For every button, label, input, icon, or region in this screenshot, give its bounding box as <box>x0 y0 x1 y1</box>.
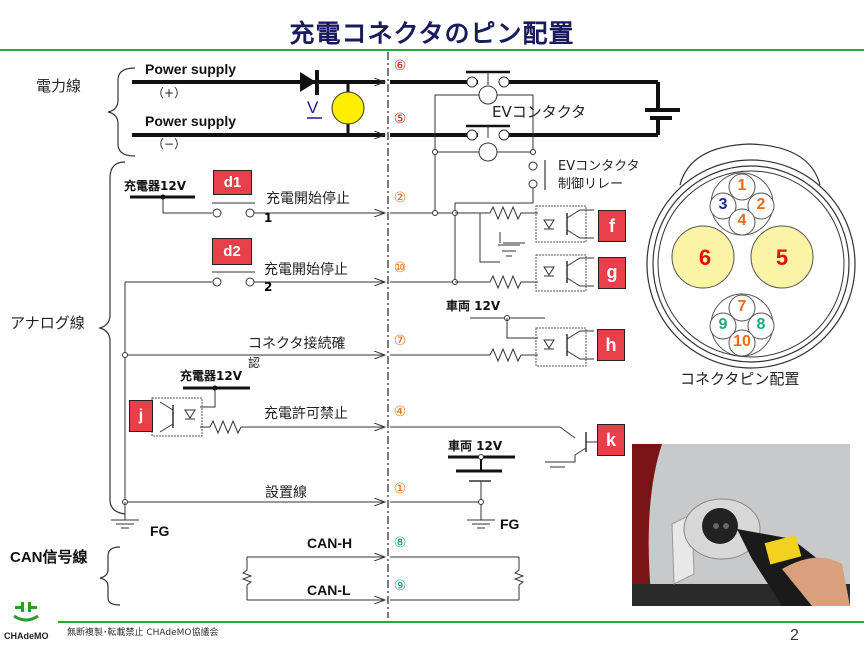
charging-photo-illustration <box>632 444 850 606</box>
charging-photo <box>632 444 850 606</box>
pin-9-label: 9 <box>718 316 728 333</box>
chademo-logo-text: CHAdeMO <box>4 631 49 641</box>
charger-12v-top-label: 充電器12V <box>124 179 186 193</box>
pin-9 <box>709 312 737 340</box>
tag-g: g <box>598 257 626 289</box>
pin-4-label: 4 <box>737 212 747 229</box>
can-l-label: CAN-L <box>307 582 351 598</box>
vehicle-12v-upper-label: 車両 12V <box>446 299 501 313</box>
pin-2-label: 2 <box>756 196 766 213</box>
power-plus-sign: （+） <box>152 86 187 100</box>
pin-marker-10: ⑩ <box>393 260 407 276</box>
connector-face-diagram <box>646 143 856 369</box>
ev-contactor-relay-label-1: EVコンタクタ <box>558 159 640 174</box>
pin-2 <box>747 192 775 220</box>
chademo-logo-icon <box>13 602 39 622</box>
power-minus-label: Power supply <box>145 113 237 129</box>
pin-marker-9: ⑨ <box>393 578 407 594</box>
fg-right-label: FG <box>500 516 520 532</box>
ground-line-label: 設置線 <box>265 485 307 501</box>
pin-marker-4: ④ <box>393 404 407 420</box>
start-stop-2-num: 2 <box>264 280 273 294</box>
start-stop-2-label: 充電開始停止 <box>264 262 348 278</box>
diode-icon <box>300 72 316 92</box>
connector-check-tail: 認 <box>248 356 261 370</box>
brace-power <box>107 67 136 157</box>
ev-contactor-label: EVコンタクタ <box>492 103 587 121</box>
contactor-coil-minus <box>478 142 498 162</box>
pin-4 <box>728 208 756 236</box>
pin-marker-7: ⑦ <box>393 333 407 349</box>
pin-8-label: 8 <box>756 316 766 333</box>
tag-d2: d2 <box>212 238 252 265</box>
start-stop-1-num: 1 <box>264 211 273 225</box>
group-label-analog: アナログ線 <box>10 314 85 332</box>
brace-analog <box>97 161 126 515</box>
pin-6-label: 6 <box>698 245 712 270</box>
pin-8 <box>747 312 775 340</box>
pin-marker-1: ① <box>393 481 407 497</box>
page-number: 2 <box>790 627 799 644</box>
pin-6 <box>671 225 735 289</box>
vehicle-12v-lower-label: 車両 12V <box>448 439 503 453</box>
connector-check-label: コネクタ接続確 <box>248 336 346 352</box>
voltmeter-label: V <box>307 98 319 117</box>
pin-3-label: 3 <box>718 196 728 213</box>
group-label-power: 電力線 <box>36 77 82 95</box>
brace-can <box>99 546 121 606</box>
start-stop-1-label: 充電開始停止 <box>266 191 350 207</box>
ev-contactor-relay-label-2: 制御リレー <box>558 177 624 192</box>
can-h-label: CAN-H <box>307 535 353 551</box>
connector-face-caption: コネクタピン配置 <box>680 370 800 388</box>
tag-d1: d1 <box>213 170 252 195</box>
pin-10-label: 10 <box>733 333 751 350</box>
tag-j: j <box>129 400 153 432</box>
page-title: 充電コネクタのピン配置 <box>289 19 575 48</box>
tag-h: h <box>597 329 625 361</box>
copyright-notice: 無断複製･転載禁止 CHAdeMO協議会 <box>67 628 219 638</box>
power-plus-label: Power supply <box>145 61 237 77</box>
group-label-can: CAN信号線 <box>10 549 88 566</box>
fg-left-label: FG <box>150 523 170 539</box>
tag-k: k <box>597 424 625 456</box>
pin-1 <box>728 173 756 201</box>
power-minus-sign: （−） <box>152 137 187 151</box>
pin-3 <box>709 192 737 220</box>
pin-5 <box>750 225 814 289</box>
pin-5-label: 5 <box>775 245 789 270</box>
pin-7-label: 7 <box>737 298 747 315</box>
pin-marker-5: ⑤ <box>393 111 407 127</box>
tag-f: f <box>598 210 626 242</box>
connector-outer-ring <box>646 159 856 369</box>
pin-1-label: 1 <box>737 177 747 194</box>
pin-7 <box>728 294 756 322</box>
pin-10 <box>728 329 756 357</box>
pin-marker-6: ⑥ <box>393 58 407 74</box>
footer-rule <box>58 621 864 623</box>
title-rule <box>0 49 864 51</box>
voltmeter-icon <box>331 91 365 125</box>
charger-12v-mid-label: 充電器12V <box>180 369 242 383</box>
pin-marker-2: ② <box>393 190 407 206</box>
pin-marker-8: ⑧ <box>393 535 407 551</box>
charge-permit-label: 充電許可禁止 <box>264 406 348 422</box>
wire-pin4 <box>200 419 385 435</box>
